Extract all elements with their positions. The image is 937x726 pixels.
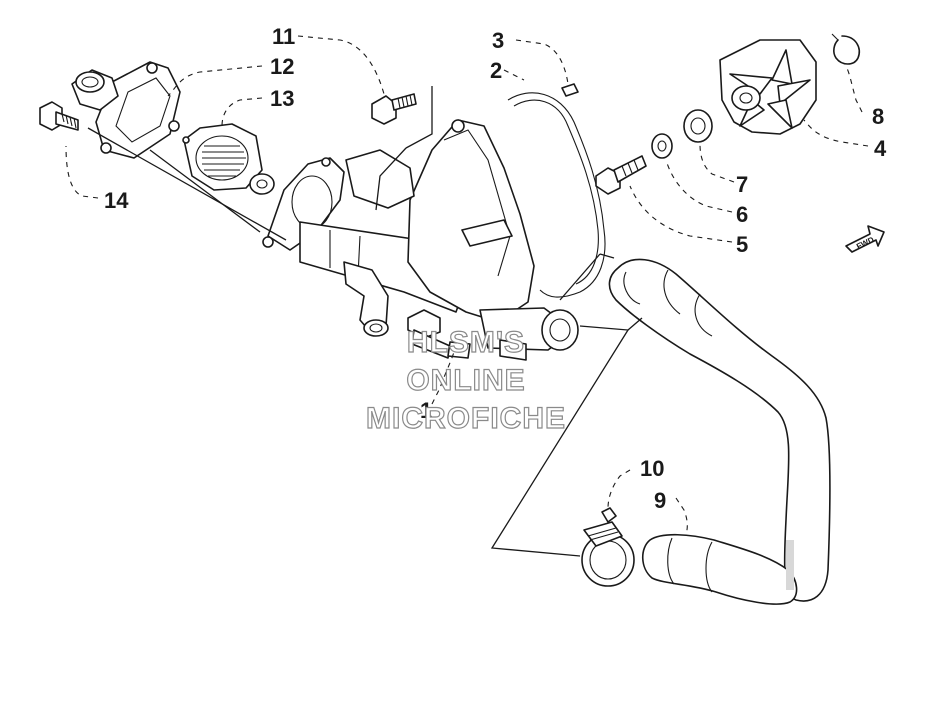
- callout-10: 10: [640, 456, 664, 481]
- watermark-line-3: MICROFICHE: [366, 402, 566, 435]
- watermark-line-1: HLSM'S: [407, 326, 525, 359]
- part-2-gasket: [507, 92, 606, 298]
- part-13-thermostat: [182, 123, 275, 195]
- part-8-circlip: [831, 33, 860, 65]
- fwd-arrow-icon: FWD: [845, 225, 885, 253]
- fwd-label: FWD: [855, 235, 876, 251]
- part-10-clamp: [581, 507, 635, 587]
- leader-lines: [65, 35, 869, 535]
- callout-1: 1: [420, 398, 432, 423]
- callout-11: 11: [272, 24, 295, 49]
- assembly-lines: [87, 127, 643, 557]
- watermark-line-2: ONLINE: [406, 364, 525, 397]
- watermark: HLSM'S ONLINE MICROFICHE: [365, 325, 566, 435]
- callout-3: 3: [492, 28, 504, 53]
- water-pump-housing: [262, 86, 579, 361]
- callout-labels: 11 12 13 14 3 2 8 4 7 6 5 1 10 9: [104, 24, 887, 513]
- part-5-bolt: [595, 155, 647, 195]
- callout-14: 14: [104, 188, 129, 213]
- part-6-washer: [651, 133, 673, 159]
- callout-2: 2: [490, 58, 502, 83]
- callout-9: 9: [654, 488, 666, 513]
- callout-6: 6: [736, 202, 748, 227]
- part-9-hose: [608, 258, 831, 605]
- part-3-pin: [561, 83, 579, 97]
- part-12-thermostat-cover: [71, 61, 181, 159]
- callout-13: 13: [270, 86, 294, 111]
- callout-8: 8: [872, 104, 884, 129]
- part-14-bolt: [39, 101, 79, 131]
- callout-7: 7: [736, 172, 748, 197]
- callout-4: 4: [874, 136, 887, 161]
- part-4-impeller: [719, 39, 817, 135]
- callout-5: 5: [736, 232, 748, 257]
- callout-12: 12: [270, 54, 294, 79]
- part-7-seal: [683, 109, 713, 143]
- part-11-bolt: [371, 93, 417, 125]
